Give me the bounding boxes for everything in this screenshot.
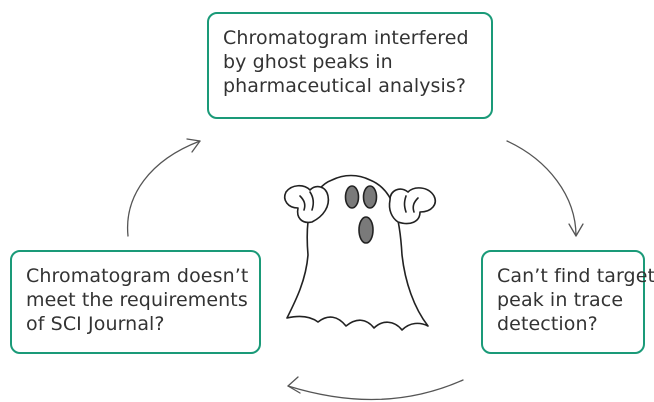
arrow-left-to-top [126, 138, 201, 237]
problem-box-ghost-peaks: Chromatogram interfered by ghost peaks i… [207, 12, 493, 119]
arrow-top-to-right [506, 140, 584, 237]
problem-text-line: pharmaceutical analysis? [223, 75, 467, 97]
problem-text-line: peak in trace [497, 289, 624, 311]
problem-text-line: meet the requirements [26, 289, 248, 311]
arrow-right-to-left [287, 376, 464, 401]
problem-text-line: Chromatogram doesn’t [26, 265, 249, 287]
problem-text-line: detection? [497, 313, 598, 335]
ghost-icon [283, 174, 436, 331]
problem-text-line: Chromatogram interfered [223, 27, 469, 49]
problem-box-trace-detection: Can’t find target peak in trace detectio… [481, 250, 654, 354]
problem-text-line: Can’t find target [497, 265, 654, 287]
problem-text-line: of SCI Journal? [26, 313, 165, 335]
problem-text-line: by ghost peaks in [223, 51, 393, 73]
problem-box-sci-journal: Chromatogram doesn’t meet the requiremen… [10, 250, 261, 354]
